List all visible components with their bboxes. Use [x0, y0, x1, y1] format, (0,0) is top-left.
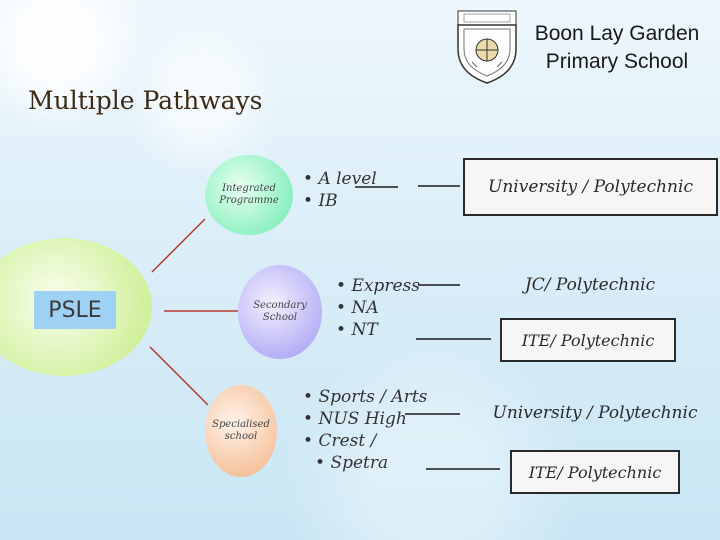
secondary-school-node: Secondary School — [238, 265, 322, 359]
option-spetra: Spetra — [303, 452, 427, 474]
specialised-school-label: Specialised school — [212, 419, 270, 442]
psle-to-integrated-line — [151, 218, 206, 273]
secondary-school-label: Secondary School — [253, 300, 307, 323]
destination-ite-polytechnic-2: ITE/ Polytechnic — [510, 450, 680, 494]
option-crest: Crest / — [303, 430, 427, 452]
school-crest-logo — [452, 7, 522, 87]
psle-to-specialised-line — [149, 346, 209, 406]
destination-university-polytechnic-2: University / Polytechnic — [492, 403, 698, 423]
integrated-options-list: A level IB — [303, 168, 377, 212]
destination-jc-polytechnic: JC/ Polytechnic — [524, 275, 656, 295]
destination-university-polytechnic-1: University / Polytechnic — [463, 158, 718, 216]
school-name-line1: Boon Lay Garden — [534, 22, 700, 45]
option-a-level: A level — [303, 168, 376, 190]
psle-node: PSLE — [34, 291, 116, 329]
school-name-line2: Primary School — [545, 50, 689, 73]
option-ib: IB — [303, 190, 377, 212]
option-nt: NT — [336, 319, 420, 341]
destination-ite-polytechnic-1: ITE/ Polytechnic — [500, 318, 676, 362]
integrated-programme-node: Integrated Programme — [205, 155, 293, 235]
page-title: Multiple Pathways — [28, 86, 263, 115]
option-express: Express — [336, 275, 420, 297]
integrated-programme-label: Integrated Programme — [219, 183, 279, 206]
school-name: Boon Lay Garden Primary School — [514, 20, 720, 76]
specialised-school-node: Specialised school — [205, 385, 277, 477]
option-na: NA — [336, 297, 420, 319]
option-nus-high: NUS High — [303, 408, 427, 430]
specialised-options-list: Sports / Arts NUS High Crest / Spetra — [303, 386, 427, 474]
secondary-options-list: Express NA NT — [336, 275, 420, 341]
option-sports-arts: Sports / Arts — [303, 386, 427, 408]
